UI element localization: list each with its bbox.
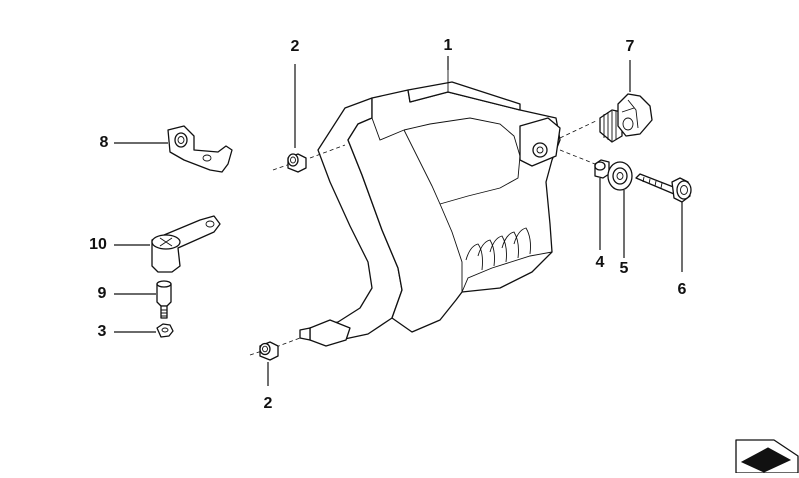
stud-pin-icon xyxy=(114,280,172,319)
callout-4: 4 xyxy=(595,254,605,271)
holder-bracket-icon xyxy=(114,215,221,273)
assembly-line xyxy=(275,337,301,348)
callout-10: 10 xyxy=(89,236,107,253)
assembly-line xyxy=(559,149,601,167)
callout-5: 5 xyxy=(619,260,629,277)
protective-cover-icon xyxy=(299,56,561,347)
assembly-line xyxy=(309,144,346,159)
rubber-grommet-icon xyxy=(287,64,307,173)
callout-3: 3 xyxy=(97,323,107,340)
assembly-line xyxy=(272,163,291,171)
callout-1: 1 xyxy=(443,37,453,54)
knurled-knob-icon xyxy=(599,60,653,143)
assembly-line xyxy=(559,119,599,139)
angle-bracket-icon xyxy=(114,125,233,173)
callout-2-bottom: 2 xyxy=(263,395,273,412)
bolt-icon xyxy=(635,173,692,272)
callout-9: 9 xyxy=(97,285,107,302)
nut-icon xyxy=(114,323,174,338)
callout-8: 8 xyxy=(99,134,109,151)
spacer-sleeve-icon xyxy=(594,159,610,250)
arrow-logo-icon xyxy=(735,439,799,474)
washer-icon xyxy=(607,161,633,258)
callout-6: 6 xyxy=(677,281,687,298)
callout-2-top: 2 xyxy=(290,38,300,55)
rubber-grommet-icon xyxy=(259,341,279,386)
callout-7: 7 xyxy=(625,38,635,55)
